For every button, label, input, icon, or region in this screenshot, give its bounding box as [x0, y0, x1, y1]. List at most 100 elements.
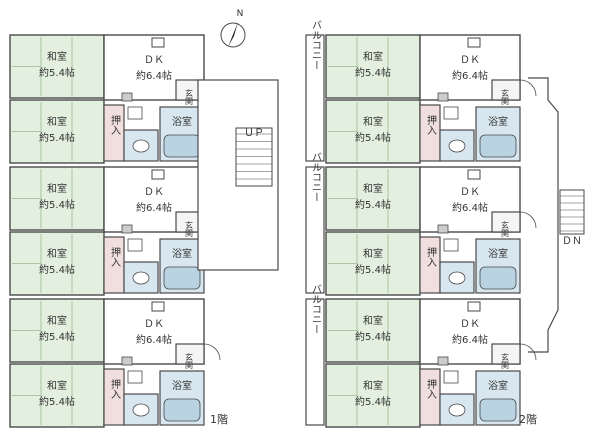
washitsu-label: 和室	[47, 247, 67, 260]
balcony-label: バルコニー	[310, 152, 322, 202]
yokushitsu-label: 浴室	[488, 115, 508, 128]
genkan-area	[175, 343, 205, 365]
washitsu-label: 和室	[363, 379, 383, 392]
unit-pair: 和室約5.4帖和室約5.4帖ＤＫ約6.4帖玄関押入浴室バルコニー	[305, 284, 537, 428]
compass-north-label: N	[237, 9, 244, 19]
oshiire-label: 押入	[109, 378, 121, 399]
washitsu-label: 和室	[363, 247, 383, 260]
genkan-label: 玄関	[501, 220, 510, 238]
extras-layer: ＵＰ ＤＮ N	[197, 9, 585, 353]
tatami-room	[325, 34, 421, 99]
stove-icon	[467, 169, 481, 180]
genkan-area	[491, 343, 521, 365]
washitsu-label: 和室	[47, 379, 67, 392]
sink-icon	[437, 224, 449, 234]
floor-label-2: 2階	[519, 412, 537, 426]
toilet-icon	[132, 139, 150, 153]
washitsu-label: 和室	[363, 314, 383, 327]
genkan-area	[491, 211, 521, 233]
washbasin-icon	[127, 370, 143, 384]
washitsu-area-label: 約5.4帖	[355, 198, 391, 211]
dk-label: ＤＫ	[144, 55, 164, 66]
bathtub-icon	[479, 398, 517, 422]
washbasin-icon	[127, 238, 143, 252]
unit-pair: 和室約5.4帖和室約5.4帖ＤＫ約6.4帖玄関押入浴室	[9, 298, 221, 428]
dk-label: ＤＫ	[460, 187, 480, 198]
door-swing	[519, 343, 537, 361]
balcony	[305, 166, 325, 294]
bathtub-icon	[163, 134, 201, 158]
yokushitsu-label: 浴室	[172, 115, 192, 128]
toilet-icon	[132, 271, 150, 285]
toilet-icon	[448, 139, 466, 153]
floor-label-1: 1階	[210, 412, 228, 426]
sink-icon	[121, 224, 133, 234]
bathtub-icon	[163, 398, 201, 422]
stair-dn-label: ＤＮ	[562, 236, 582, 247]
genkan-label: 玄関	[185, 220, 194, 238]
washitsu-label: 和室	[363, 182, 383, 195]
washitsu-area-label: 約5.4帖	[39, 131, 75, 144]
dk-label: ＤＫ	[460, 55, 480, 66]
stair-2f	[559, 189, 585, 235]
washitsu-area-label: 約5.4帖	[39, 330, 75, 343]
washitsu-area-label: 約5.4帖	[39, 395, 75, 408]
balcony-label: バルコニー	[310, 20, 322, 70]
yokushitsu-label: 浴室	[172, 247, 192, 260]
yokushitsu-label: 浴室	[488, 379, 508, 392]
washbasin-icon	[443, 370, 459, 384]
washitsu-area-label: 約5.4帖	[39, 66, 75, 79]
washitsu-area-label: 約5.4帖	[39, 263, 75, 276]
stove-icon	[151, 169, 165, 180]
washitsu-area-label: 約5.4帖	[355, 263, 391, 276]
stair-1f	[235, 127, 273, 187]
units-layer: 和室約5.4帖和室約5.4帖ＤＫ約6.4帖玄関押入浴室和室約5.4帖和室約5.4…	[9, 20, 537, 428]
dk-area-label: 約6.4帖	[452, 201, 488, 214]
stove-icon	[467, 301, 481, 312]
genkan-label: 玄関	[501, 88, 510, 106]
bathtub-icon	[163, 266, 201, 290]
washbasin-icon	[127, 106, 143, 120]
dk-label: ＤＫ	[460, 319, 480, 330]
washitsu-label: 和室	[363, 115, 383, 128]
washitsu-label: 和室	[47, 115, 67, 128]
unit-pair: 和室約5.4帖和室約5.4帖ＤＫ約6.4帖玄関押入浴室	[9, 34, 221, 164]
sink-icon	[121, 92, 133, 102]
corridor-2f	[528, 77, 559, 353]
yokushitsu-label: 浴室	[488, 247, 508, 260]
genkan-label: 玄関	[185, 352, 194, 370]
washitsu-area-label: 約5.4帖	[355, 66, 391, 79]
toilet-icon	[132, 403, 150, 417]
compass-needle	[228, 22, 238, 47]
washitsu-label: 和室	[47, 50, 67, 63]
stair-up-label: ＵＰ	[244, 128, 264, 139]
genkan-label: 玄関	[501, 352, 510, 370]
stove-icon	[151, 301, 165, 312]
dk-area-label: 約6.4帖	[136, 69, 172, 82]
door-swing	[203, 343, 221, 361]
unit-pair: 和室約5.4帖和室約5.4帖ＤＫ約6.4帖玄関押入浴室	[9, 166, 221, 296]
toilet-room	[123, 129, 159, 162]
washitsu-area-label: 約5.4帖	[355, 330, 391, 343]
toilet-icon	[448, 403, 466, 417]
dk-area-label: 約6.4帖	[452, 333, 488, 346]
washitsu-label: 和室	[47, 182, 67, 195]
stove-icon	[151, 37, 165, 48]
dk-label: ＤＫ	[144, 319, 164, 330]
dk-area-label: 約6.4帖	[136, 201, 172, 214]
sink-icon	[437, 92, 449, 102]
dk-label: ＤＫ	[144, 187, 164, 198]
balcony	[305, 298, 325, 426]
dk-area-label: 約6.4帖	[452, 69, 488, 82]
genkan-area	[491, 79, 521, 101]
oshiire-label: 押入	[109, 114, 121, 135]
balcony-label: バルコニー	[310, 284, 322, 334]
stove-icon	[467, 37, 481, 48]
washitsu-label: 和室	[47, 314, 67, 327]
washbasin-icon	[443, 106, 459, 120]
door-swing	[519, 211, 537, 229]
yokushitsu-label: 浴室	[172, 379, 192, 392]
washitsu-area-label: 約5.4帖	[39, 198, 75, 211]
genkan-label: 玄関	[185, 88, 194, 106]
